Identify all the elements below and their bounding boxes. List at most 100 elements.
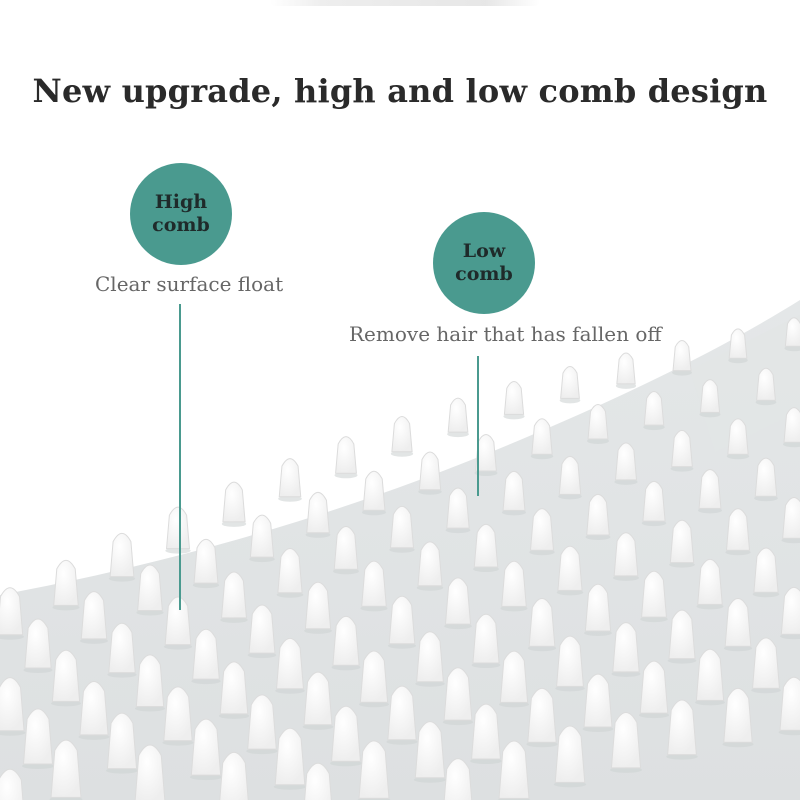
bristle — [727, 418, 749, 455]
bristle — [444, 577, 472, 625]
bristle — [557, 545, 583, 591]
bristle — [728, 328, 748, 359]
bristle — [583, 673, 613, 728]
bristle-shadow — [784, 345, 800, 352]
bristle — [446, 487, 470, 529]
bristle-shadow — [0, 633, 24, 640]
bristle-shadow — [781, 537, 800, 544]
bristle-shadow — [778, 729, 800, 736]
bristle — [417, 541, 443, 587]
bristle — [333, 526, 359, 570]
high-comb-label-line1: High — [154, 191, 208, 213]
bristle — [784, 317, 800, 347]
bristle — [672, 340, 692, 372]
bristle — [80, 591, 108, 640]
bristle — [359, 650, 389, 703]
bristle — [783, 407, 800, 443]
bristle — [274, 727, 306, 786]
bristle — [22, 708, 54, 765]
bristle — [109, 532, 135, 578]
bristle — [642, 480, 666, 522]
bristle — [387, 685, 417, 741]
bristle — [639, 660, 669, 714]
bristle — [389, 505, 415, 549]
bristle — [612, 622, 640, 673]
bristle — [695, 648, 725, 701]
bristle — [277, 547, 303, 594]
bristle — [616, 352, 636, 385]
bristle — [332, 615, 360, 666]
bristle — [671, 429, 693, 468]
low-comb-caption: Remove hair that has fallen off — [349, 322, 662, 346]
bristle — [614, 442, 638, 481]
bristle — [502, 470, 526, 511]
bristle — [361, 560, 387, 607]
high-comb-label-line2: comb — [152, 214, 210, 236]
bristle — [51, 649, 81, 702]
bristle — [219, 751, 249, 800]
bristle — [641, 570, 667, 618]
bristle — [418, 451, 442, 491]
bristle — [499, 650, 529, 703]
bristle-rows — [0, 317, 800, 800]
bristle — [498, 740, 530, 799]
bristle-shadow — [780, 633, 800, 640]
bristle — [135, 654, 165, 707]
bristle — [0, 768, 24, 800]
high-comb-badge: High comb — [130, 163, 232, 265]
bristle — [278, 458, 302, 498]
bristle — [358, 740, 390, 799]
bristle — [779, 676, 800, 731]
bristle — [106, 712, 138, 770]
bristle — [613, 532, 639, 577]
high-comb-leader-line — [179, 304, 181, 610]
bristle — [414, 721, 446, 779]
bristle — [584, 583, 612, 632]
bristle — [134, 744, 166, 800]
bristle — [108, 622, 136, 674]
bristle — [0, 677, 25, 732]
bristle — [306, 491, 330, 534]
bristle — [303, 671, 333, 726]
bristle — [560, 366, 580, 399]
bristle — [782, 496, 800, 539]
bristle — [53, 559, 79, 606]
bristle — [471, 703, 501, 760]
low-comb-badge: Low comb — [433, 212, 535, 314]
bristle — [531, 418, 553, 455]
bristle — [725, 508, 751, 551]
bristle — [752, 637, 780, 689]
bristle — [698, 468, 722, 509]
bristle — [192, 628, 220, 680]
bristle-shadow — [361, 509, 387, 516]
high-comb-caption: Clear surface float — [95, 272, 284, 296]
bristle — [247, 694, 277, 750]
top-edge-shadow — [270, 0, 540, 6]
bristle — [472, 613, 500, 664]
bristle — [249, 514, 275, 558]
low-comb-label-line1: Low — [462, 240, 506, 262]
bristle — [756, 367, 776, 401]
bristle-shadow — [783, 441, 800, 448]
bristle — [473, 523, 499, 568]
bristle — [0, 587, 24, 636]
bristle — [219, 661, 249, 715]
bristle — [447, 397, 469, 433]
bristle — [529, 508, 555, 551]
bristle — [137, 564, 163, 611]
bristle — [190, 718, 222, 776]
bristle — [610, 711, 642, 769]
bristle — [416, 631, 444, 683]
bristle — [501, 560, 527, 607]
bristle — [164, 596, 192, 646]
bristle — [443, 758, 473, 800]
bristle — [335, 436, 357, 474]
bristle — [754, 457, 778, 497]
bristle — [388, 595, 416, 645]
bristle — [222, 481, 246, 523]
bristle — [669, 519, 695, 564]
bristle — [276, 637, 304, 690]
bristle — [79, 681, 109, 736]
